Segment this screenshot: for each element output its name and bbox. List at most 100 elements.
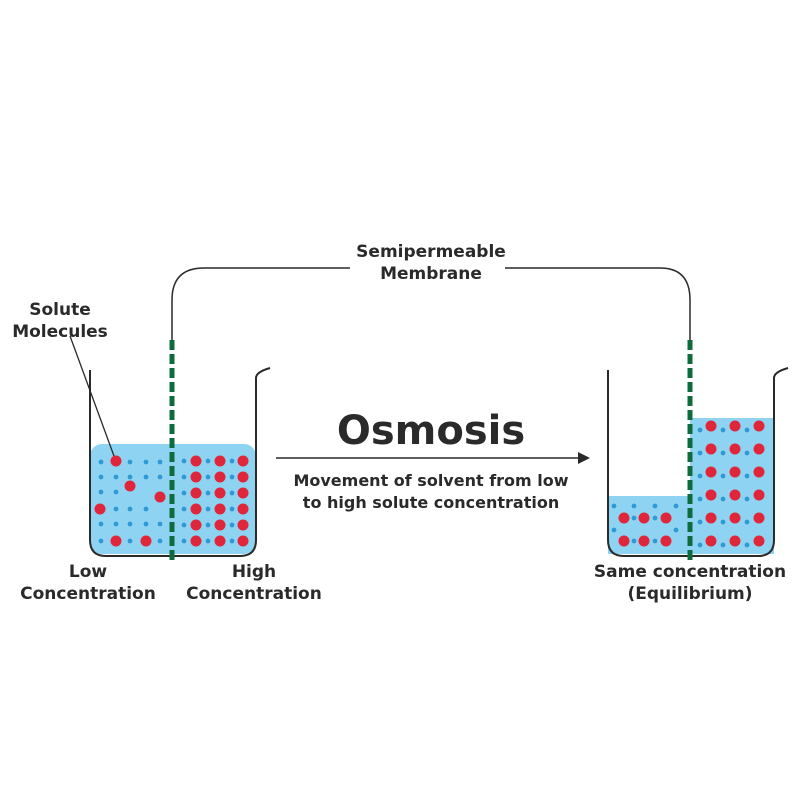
membrane-segment [687, 536, 693, 546]
high-label-1: High [232, 562, 276, 582]
solute-molecule [705, 535, 717, 547]
solvent-molecule [720, 473, 726, 479]
solute-pointer-line [69, 335, 115, 457]
membrane-callout-line [171, 267, 691, 340]
membrane-segment [687, 340, 693, 350]
solvent-molecule [744, 519, 750, 525]
solvent-molecule [143, 459, 149, 465]
low-label-2: Concentration [20, 584, 156, 604]
solute-molecule [753, 466, 765, 478]
solvent-molecule [127, 521, 133, 527]
membrane-segment [687, 550, 693, 560]
solute-molecule [237, 471, 249, 483]
left-beaker-glass [89, 367, 271, 557]
solute-molecule [214, 455, 226, 467]
membrane-segment [169, 536, 175, 546]
membrane-segment [169, 410, 175, 420]
solute-molecule [190, 471, 202, 483]
subtitle-line-1: Movement of solvent from low [293, 471, 568, 490]
solute-molecule [729, 535, 741, 547]
solvent-molecule [98, 521, 104, 527]
solute-molecule [729, 512, 741, 524]
solvent-molecule [673, 503, 679, 509]
solute-molecule [190, 487, 202, 499]
solute-molecule [214, 519, 226, 531]
solute-molecule [237, 455, 249, 467]
solvent-molecule [744, 450, 750, 456]
solvent-molecule [697, 519, 703, 525]
membrane-label-1: Semipermeable [356, 242, 506, 262]
high-label-2: Concentration [186, 584, 322, 604]
solvent-molecule [127, 474, 133, 480]
membrane-segment [687, 480, 693, 490]
solvent-molecule [127, 506, 133, 512]
solute-molecule [237, 487, 249, 499]
solvent-molecule [744, 473, 750, 479]
solvent-molecule [157, 459, 163, 465]
membrane-label-2: Membrane [380, 264, 482, 284]
solute-molecule [94, 503, 106, 515]
solute-molecule [124, 480, 136, 492]
process-arrow [276, 452, 590, 464]
solvent-molecule [181, 474, 187, 480]
right-membrane [687, 340, 693, 560]
membrane-segment [169, 340, 175, 350]
membrane-segment [687, 382, 693, 392]
solvent-molecule [720, 427, 726, 433]
solvent-molecule [744, 427, 750, 433]
membrane-segment [687, 396, 693, 406]
solute-molecule [753, 443, 765, 455]
solvent-molecule [113, 521, 119, 527]
solute-molecule [705, 443, 717, 455]
solvent-molecule [181, 522, 187, 528]
right-molecules [611, 420, 765, 548]
solvent-molecule [611, 527, 617, 533]
solvent-molecule [697, 450, 703, 456]
solvent-molecule [652, 515, 658, 521]
solvent-molecule [229, 458, 235, 464]
solute-molecule [190, 455, 202, 467]
solvent-molecule [98, 489, 104, 495]
solvent-molecule [143, 521, 149, 527]
solvent-molecule [229, 506, 235, 512]
solvent-molecule [697, 473, 703, 479]
equilibrium-label-1: Same concentration [594, 562, 786, 582]
solvent-molecule [143, 506, 149, 512]
solvent-molecule [744, 542, 750, 548]
right-water-high [690, 418, 774, 554]
solvent-molecule [181, 458, 187, 464]
solvent-molecule [127, 459, 133, 465]
subtitle-line-2: to high solute concentration [303, 493, 559, 512]
solute-molecule [190, 535, 202, 547]
membrane-segment [169, 522, 175, 532]
membrane-segment [169, 508, 175, 518]
solvent-molecule [205, 490, 211, 496]
membrane-segment [169, 452, 175, 462]
membrane-segment [687, 410, 693, 420]
solute-molecule [660, 535, 672, 547]
equilibrium-label-2: (Equilibrium) [627, 584, 752, 604]
membrane-segment [687, 466, 693, 476]
diagram-title: Osmosis [337, 408, 525, 454]
left-membrane [169, 340, 175, 560]
solute-molecule [638, 535, 650, 547]
solute-molecule [214, 471, 226, 483]
solvent-molecule [181, 506, 187, 512]
solvent-molecule [98, 459, 104, 465]
solvent-molecule [205, 474, 211, 480]
solvent-molecule [229, 522, 235, 528]
solute-molecule [110, 455, 122, 467]
membrane-segment [687, 522, 693, 532]
solvent-molecule [181, 538, 187, 544]
solvent-molecule [229, 538, 235, 544]
solvent-molecule [631, 515, 637, 521]
membrane-segment [687, 452, 693, 462]
solvent-molecule [113, 489, 119, 495]
solute-molecule [705, 489, 717, 501]
membrane-segment [687, 494, 693, 504]
solvent-molecule [631, 538, 637, 544]
solvent-molecule [205, 538, 211, 544]
solute-label-1: Solute [29, 300, 91, 320]
solute-molecule [705, 512, 717, 524]
solute-molecule [237, 535, 249, 547]
